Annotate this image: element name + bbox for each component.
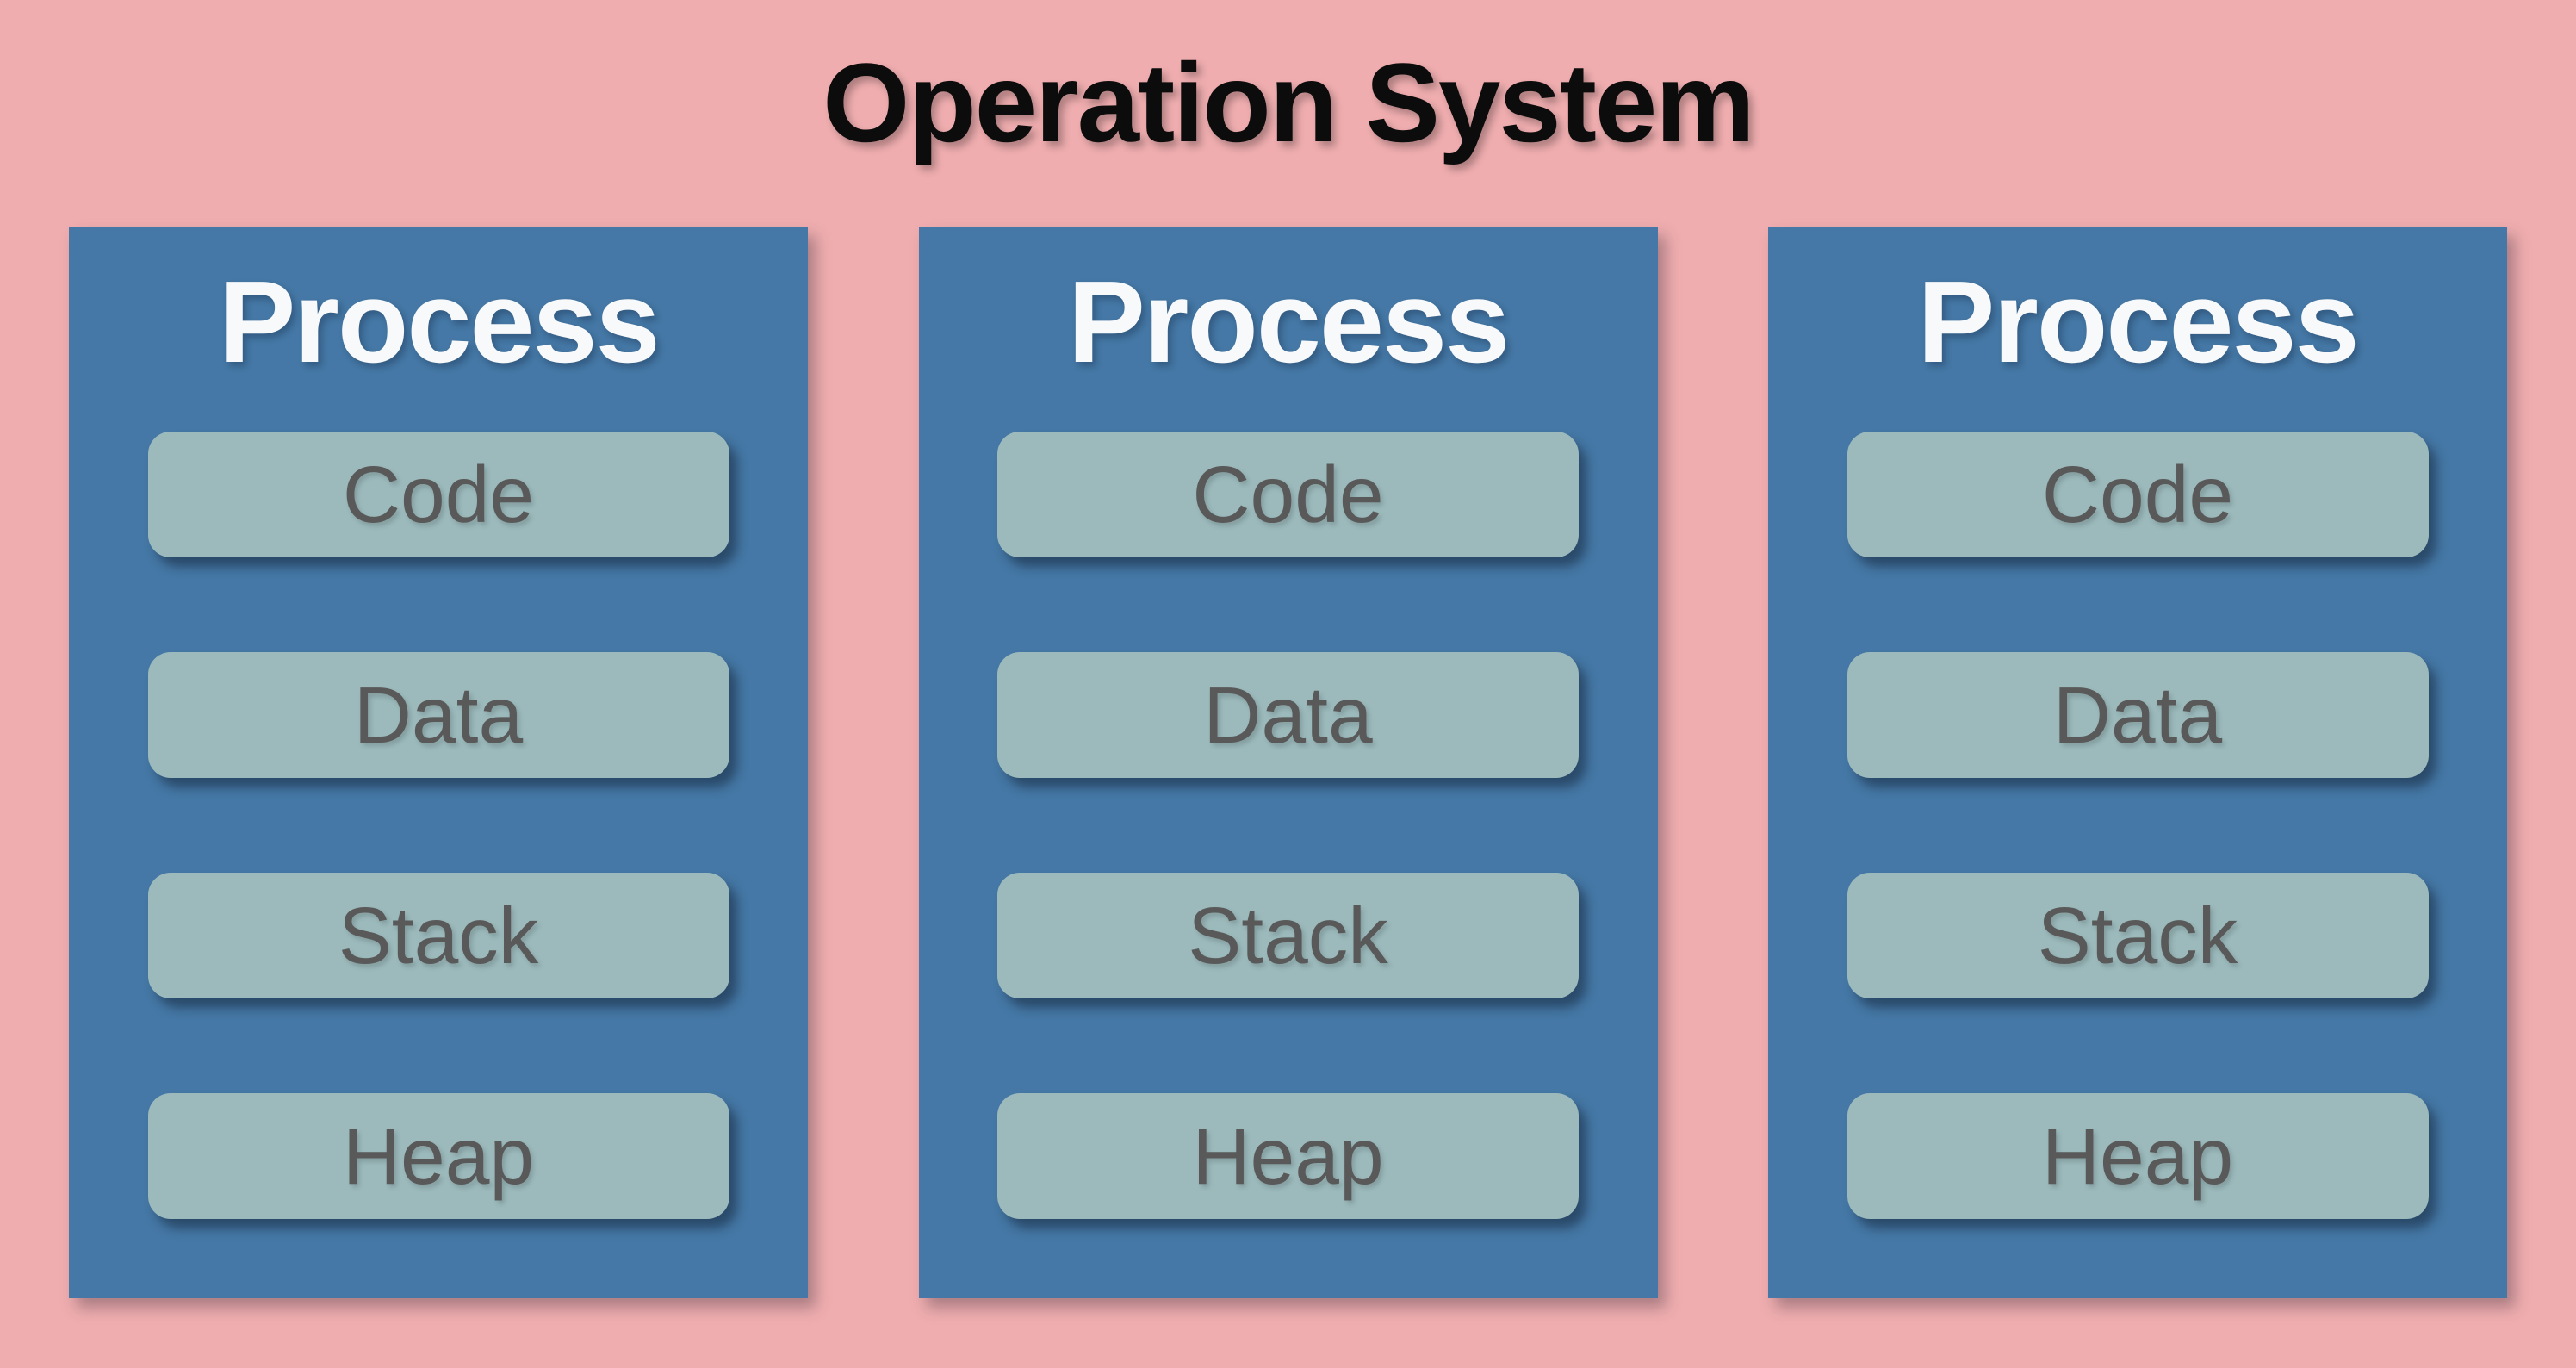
process-box-3: Process Code Data Stack Heap: [1768, 227, 2507, 1298]
process-title: Process: [218, 257, 660, 387]
segment-stack: Stack: [997, 873, 1579, 998]
process-box-1: Process Code Data Stack Heap: [69, 227, 808, 1298]
process-title: Process: [1917, 257, 2359, 387]
segment-list: Code Data Stack Heap: [1768, 432, 2507, 1219]
segment-heap: Heap: [147, 1093, 729, 1219]
segment-code: Code: [147, 432, 729, 557]
segment-data: Data: [997, 652, 1579, 778]
process-title: Process: [1067, 257, 1510, 387]
segment-data: Data: [1847, 652, 2429, 778]
segment-code: Code: [1847, 432, 2429, 557]
segment-stack: Stack: [147, 873, 729, 998]
segment-heap: Heap: [997, 1093, 1579, 1219]
segment-stack: Stack: [1847, 873, 2429, 998]
segment-data: Data: [147, 652, 729, 778]
os-title: Operation System: [822, 40, 1755, 165]
segment-code: Code: [997, 432, 1579, 557]
segment-list: Code Data Stack Heap: [919, 432, 1658, 1219]
process-columns: Process Code Data Stack Heap Process Cod…: [0, 227, 2576, 1298]
process-box-2: Process Code Data Stack Heap: [918, 227, 1658, 1298]
segment-heap: Heap: [1847, 1093, 2429, 1219]
segment-list: Code Data Stack Heap: [69, 432, 808, 1219]
